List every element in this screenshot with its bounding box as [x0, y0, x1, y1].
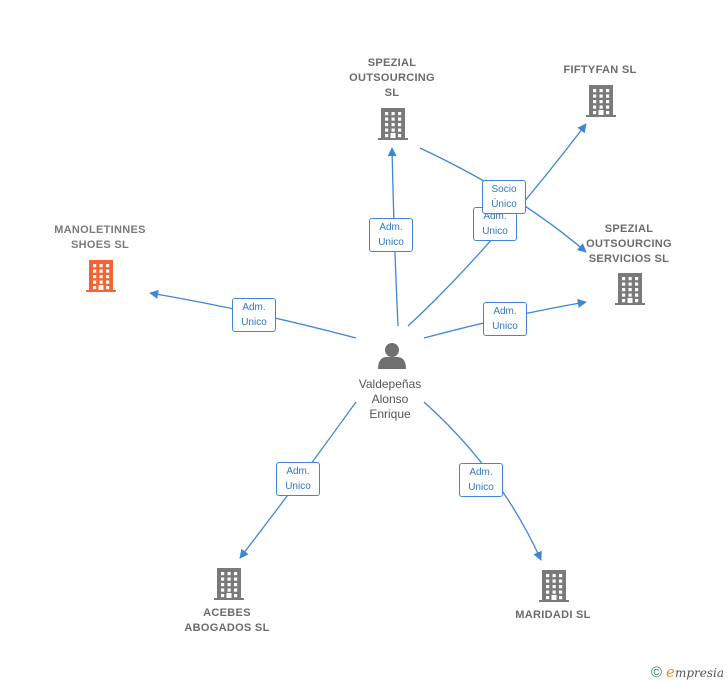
company-label-acebes[interactable]: ACEBES ABOGADOS SL [184, 607, 270, 634]
company-label-maridadi[interactable]: MARIDADI SL [515, 609, 591, 621]
brand-logo-text: mpresia [674, 666, 724, 680]
copyright-icon: © [650, 663, 663, 681]
building-icon[interactable] [214, 568, 244, 600]
building-icon[interactable] [586, 85, 616, 117]
company-label-spezial-servicios[interactable]: SPEZIAL OUTSOURCING SERVICIOS SL [586, 223, 672, 265]
brand-logo-initial: e [666, 663, 675, 681]
edge-label-spezial-outsourcing-to-spezial-servicios: Socio Único [482, 180, 526, 214]
person-icon[interactable] [378, 343, 406, 369]
edge-label-person-to-spezial-servicios: Adm. Unico [483, 302, 527, 336]
edge-label-person-to-spezial-outsourcing: Adm. Unico [369, 218, 413, 252]
edge-label-person-to-acebes: Adm. Unico [276, 462, 320, 496]
footer-brand[interactable]: © empresia [651, 663, 724, 681]
building-icon[interactable] [86, 260, 116, 292]
person-name-label[interactable]: Valdepeñas Alonso Enrique [358, 377, 422, 421]
company-label-spezial-outsourcing[interactable]: SPEZIAL OUTSOURCING SL [349, 57, 435, 99]
building-icon[interactable] [539, 570, 569, 602]
edge-label-person-to-maridadi: Adm. Unico [459, 463, 503, 497]
icons-layer [86, 85, 645, 602]
company-label-manoletinnes[interactable]: MANOLETINNES SHOES SL [54, 224, 146, 251]
edge-label-person-to-manoletinnes: Adm. Unico [232, 298, 276, 332]
company-label-fiftyfan[interactable]: FIFTYFAN SL [563, 64, 637, 76]
building-icon[interactable] [378, 108, 408, 140]
building-icon[interactable] [615, 273, 645, 305]
